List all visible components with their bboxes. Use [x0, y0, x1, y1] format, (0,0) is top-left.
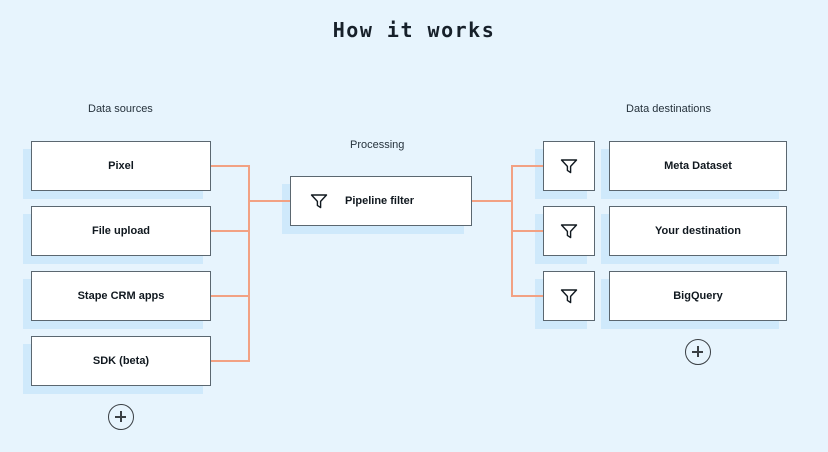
processing-card-pipeline-filter[interactable]: Pipeline filter [290, 176, 472, 226]
connector-source-0 [211, 165, 250, 167]
connector-source-2 [211, 295, 250, 297]
source-card-file-upload[interactable]: File upload [31, 206, 211, 256]
source-card-label: Pixel [108, 160, 134, 172]
destination-card-meta-dataset[interactable]: Meta Dataset [609, 141, 787, 191]
data-sources-caption: Data sources [88, 103, 153, 115]
source-card-stape-crm-apps[interactable]: Stape CRM apps [31, 271, 211, 321]
connector-source-1 [211, 230, 250, 232]
destination-card-label: BigQuery [673, 290, 723, 302]
connector-dest-2 [511, 295, 545, 297]
add-destination-button[interactable] [685, 339, 711, 365]
funnel-icon [560, 289, 578, 304]
destination-filter-your-destination[interactable] [543, 206, 595, 256]
destination-card-label: Your destination [655, 225, 741, 237]
add-source-button[interactable] [108, 404, 134, 430]
source-card-label: Stape CRM apps [77, 290, 165, 302]
data-destinations-caption: Data destinations [626, 103, 711, 115]
connector-dest-0 [511, 165, 545, 167]
source-card-pixel[interactable]: Pixel [31, 141, 211, 191]
funnel-icon [560, 159, 578, 174]
connector-dest-1 [511, 230, 545, 232]
connector-source-3 [211, 360, 250, 362]
destination-card-your-destination[interactable]: Your destination [609, 206, 787, 256]
connector-from-processing [472, 200, 513, 202]
source-card-label: File upload [91, 225, 151, 237]
destination-filter-bigquery[interactable] [543, 271, 595, 321]
connector-to-processing [248, 200, 292, 202]
plus-icon [120, 411, 122, 422]
processing-card-label: Pipeline filter [345, 195, 415, 207]
connector-source-bus [248, 165, 250, 362]
destination-card-label: Meta Dataset [664, 160, 732, 172]
funnel-icon [560, 224, 578, 239]
page-title: How it works [332, 18, 496, 42]
destination-card-bigquery[interactable]: BigQuery [609, 271, 787, 321]
source-card-label: SDK (beta) [92, 355, 150, 367]
funnel-icon [310, 194, 328, 209]
plus-icon [697, 346, 699, 357]
destination-filter-meta-dataset[interactable] [543, 141, 595, 191]
source-card-sdk-beta[interactable]: SDK (beta) [31, 336, 211, 386]
processing-caption: Processing [350, 139, 405, 151]
